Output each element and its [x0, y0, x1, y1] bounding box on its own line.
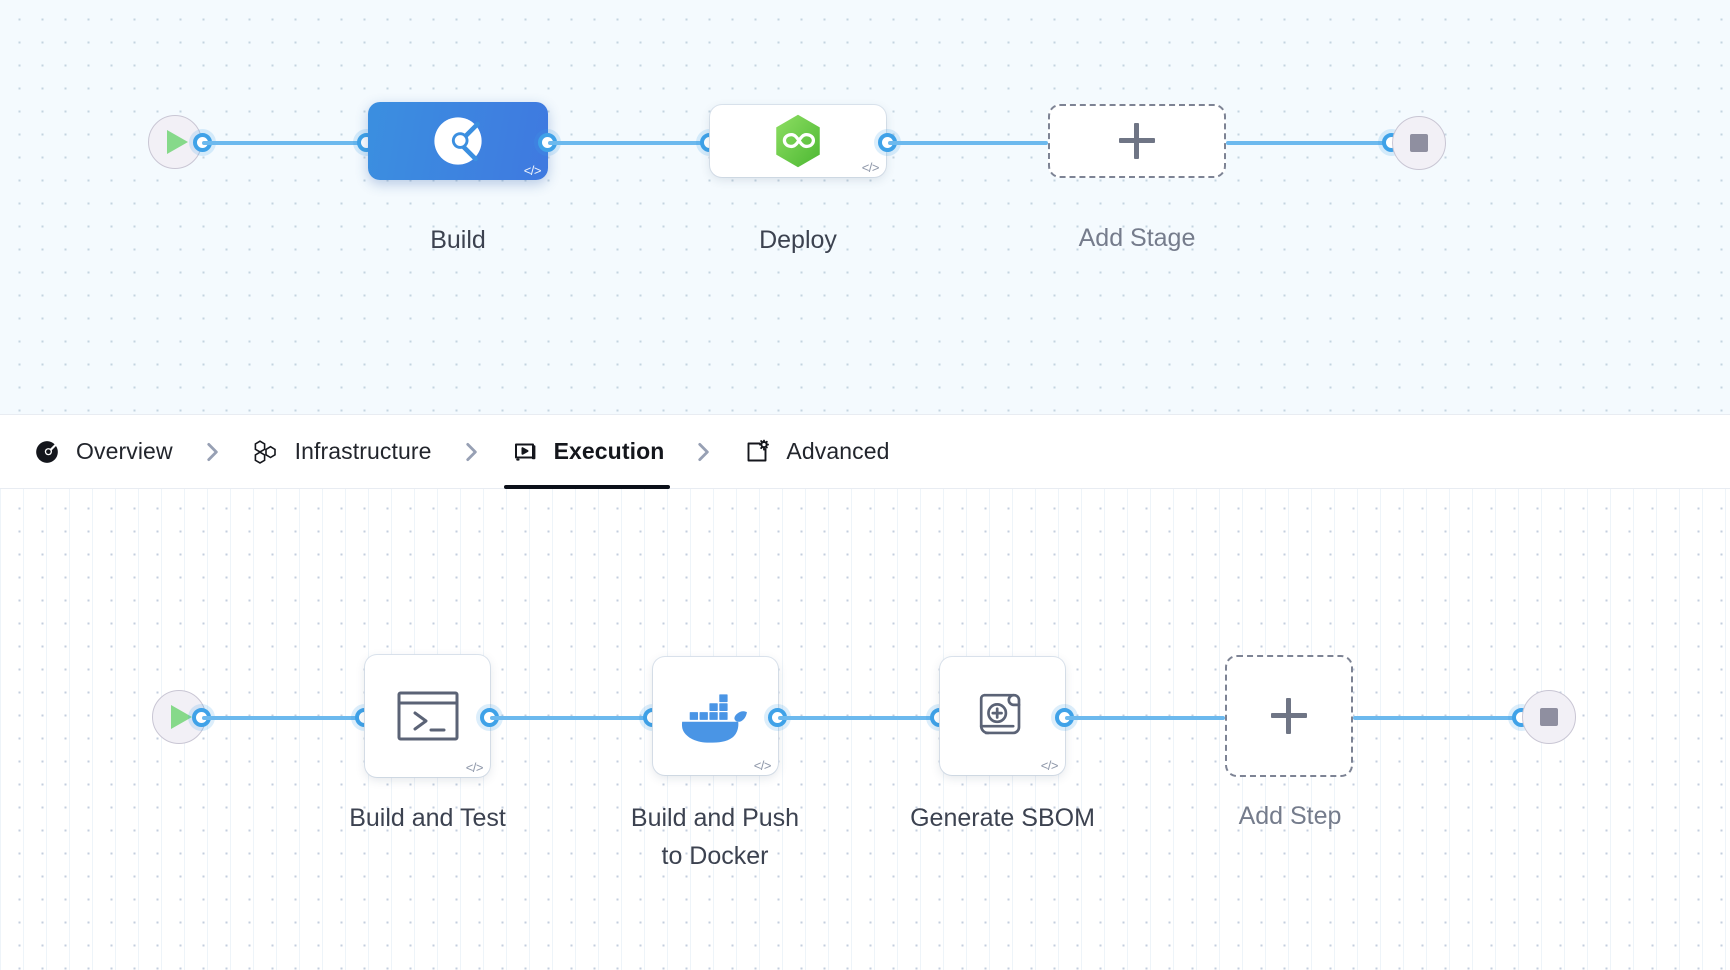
step-row: </> Build and Test — [0, 489, 1730, 970]
plus-icon — [1119, 123, 1155, 159]
edge-docker-sbom — [778, 716, 938, 720]
plus-icon — [1271, 698, 1307, 734]
execution-end-node[interactable] — [1522, 690, 1576, 744]
harness-ci-icon — [434, 117, 482, 165]
code-badge: </> — [861, 160, 880, 175]
step-label-generate-sbom: Generate SBOM — [910, 804, 1095, 832]
chevron-right-icon — [664, 439, 742, 465]
edge-deploy-addstage — [888, 141, 1048, 145]
edge-build-deploy — [548, 141, 716, 145]
step-label-build-and-test: Build and Test — [349, 804, 506, 832]
chevron-right-icon — [173, 439, 251, 465]
stop-circle-icon — [1540, 708, 1558, 726]
step-node-build-and-push-to-docker[interactable]: </> — [653, 657, 778, 775]
edge-start-build — [202, 141, 364, 145]
edge-addstage-end — [1226, 141, 1386, 145]
chevron-right-icon — [432, 439, 510, 465]
add-stage-label: Add Stage — [1078, 224, 1196, 252]
stage-config-tabs: Overview Infrastructure — [0, 414, 1730, 489]
code-badge: </> — [1040, 758, 1059, 773]
stage-canvas[interactable]: </> Build </> — [0, 0, 1730, 414]
play-circle-icon — [167, 130, 188, 154]
tab-label-infrastructure: Infrastructure — [294, 438, 432, 464]
gear-box-icon — [742, 437, 772, 467]
tab-advanced[interactable]: Advanced — [742, 414, 889, 489]
tab-execution[interactable]: Execution — [503, 414, 671, 489]
hexagons-icon — [251, 437, 281, 467]
harness-cd-icon — [776, 114, 820, 168]
tab-label-overview: Overview — [76, 438, 173, 464]
edge-buildtest-docker — [490, 716, 650, 720]
code-badge: </> — [753, 758, 772, 773]
docker-icon — [681, 694, 747, 743]
stop-circle-icon — [1410, 134, 1428, 152]
stage-label-build: Build — [430, 226, 486, 254]
edge-addstep-end — [1353, 716, 1518, 720]
stage-row: </> Build </> — [0, 0, 1730, 414]
stage-label-deploy: Deploy — [759, 226, 837, 254]
add-step-label: Add Step — [1238, 802, 1342, 830]
tab-label-advanced: Advanced — [786, 438, 890, 464]
code-badge: </> — [523, 163, 542, 178]
code-badge: </> — [465, 760, 484, 775]
terminal-icon — [397, 691, 458, 741]
harness-overview-icon — [32, 437, 62, 467]
stage-node-deploy[interactable]: </> — [710, 105, 886, 177]
add-step-button[interactable] — [1225, 655, 1353, 777]
add-stage-button[interactable] — [1048, 104, 1226, 178]
play-circle-icon — [171, 705, 192, 729]
scroll-plus-icon — [979, 693, 1020, 735]
play-box-icon — [510, 437, 540, 467]
step-node-generate-sbom[interactable]: </> — [940, 657, 1065, 775]
edge-start-buildtest — [202, 716, 362, 720]
stage-node-build[interactable]: </> — [368, 102, 548, 180]
step-label-build-and-push-to-docker: Build and Push to Docker — [630, 804, 800, 870]
step-node-build-and-test[interactable]: </> — [365, 655, 490, 777]
step-canvas[interactable]: </> Build and Test — [0, 489, 1730, 970]
edge-sbom-addstep — [1065, 716, 1225, 720]
tab-infrastructure[interactable]: Infrastructure — [251, 414, 432, 489]
pipeline-end-node[interactable] — [1392, 116, 1446, 170]
tab-overview[interactable]: Overview — [32, 414, 173, 489]
tab-label-execution: Execution — [553, 438, 665, 464]
